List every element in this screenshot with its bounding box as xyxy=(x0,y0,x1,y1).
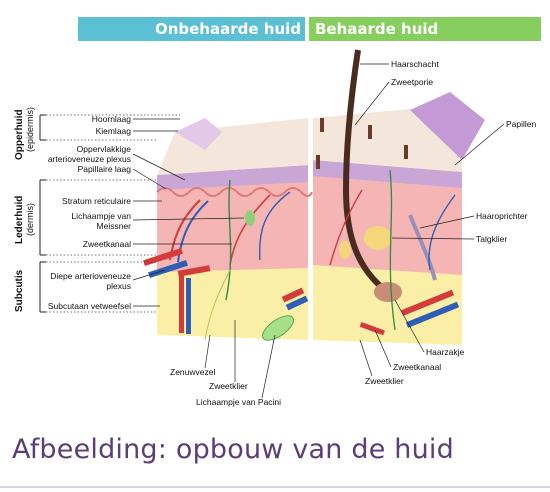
right-epidermis-front xyxy=(313,160,462,188)
right-skin-block xyxy=(313,49,485,345)
bottom-labels: Zenuwvezel Zweetklier Lichaampje van Pac… xyxy=(170,320,281,407)
right-subcutis-front xyxy=(313,262,462,345)
right-deep-artery xyxy=(400,289,455,316)
layer-title-opperhuid: Opperhuid xyxy=(14,109,25,160)
left-capillary-1 xyxy=(229,194,271,266)
left-labels: Hoornlaag Kiemlaag Oppervlakkige arterio… xyxy=(48,114,245,311)
figure-caption: Afbeelding: opbouw van de huid xyxy=(12,434,454,465)
meissner-corpuscle xyxy=(245,210,255,226)
short-hair-1 xyxy=(320,118,324,132)
layer-sub-epidermis: (epidermis) xyxy=(25,107,35,152)
label-papillaire-laag: Papillaire laag xyxy=(78,164,132,174)
left-subcutis-front xyxy=(157,265,308,340)
left-vertical-artery xyxy=(179,275,184,333)
banner-onbehaarde-huid: Onbehaarde huid xyxy=(78,17,305,41)
label-meissner-1: Lichaampje van xyxy=(71,211,131,221)
label-zweetporie: Zweetporie xyxy=(391,77,433,87)
left-sweat-duct xyxy=(225,179,232,301)
left-dermis-front xyxy=(157,178,308,272)
label-zweetklier-right: Zweetklier xyxy=(365,376,404,386)
left-deep-artery-2 xyxy=(177,265,211,277)
layer-title-subcutis: Subcutis xyxy=(14,269,25,312)
label-zenuwvezel: Zenuwvezel xyxy=(170,367,215,377)
left-deep-vein-3 xyxy=(285,295,309,311)
label-diepe-plexus-2: plexus xyxy=(106,281,131,291)
left-vertical-vein xyxy=(186,278,191,334)
left-nerve xyxy=(204,269,231,341)
label-pacini: Lichaampje van Pacini xyxy=(196,397,281,407)
right-capillary-2 xyxy=(428,194,456,271)
label-stratum-reticulaire: Stratum reticulaire xyxy=(62,196,131,206)
label-vetweefsel: Subcutaan vetweefsel xyxy=(48,301,131,311)
right-corner-flap xyxy=(410,92,485,160)
left-skin-block xyxy=(143,118,313,341)
left-deep-artery-3 xyxy=(281,287,305,303)
label-zweetklier-left: Zweetklier xyxy=(209,381,248,391)
banner-behaarde-huid: Behaarde huid xyxy=(309,17,541,41)
short-hair-4 xyxy=(316,155,320,169)
pacini-corpuscle xyxy=(262,315,294,341)
label-hoornlaag: Hoornlaag xyxy=(92,114,131,124)
right-capillary-1 xyxy=(329,189,363,266)
sebaceous-gland-2 xyxy=(339,241,351,259)
left-corner-flap xyxy=(175,118,222,150)
layer-sub-dermis: (dermis) xyxy=(25,203,35,236)
label-diepe-plexus-1: Diepe arterioveneuze xyxy=(50,271,131,281)
right-deep-vein xyxy=(405,301,460,328)
left-capillary-2 xyxy=(258,191,291,261)
bottom-divider xyxy=(0,486,550,488)
label-meissner-2: Meissner xyxy=(97,221,132,231)
label-papillen: Papillen xyxy=(506,119,537,129)
label-haarschacht: Haarschacht xyxy=(391,59,439,69)
arrector-pili xyxy=(408,214,437,281)
label-talgklier: Talgklier xyxy=(476,234,507,244)
right-sweat-duct xyxy=(389,169,396,331)
label-haarzakje: Haarzakje xyxy=(426,347,465,357)
hair-follicle xyxy=(374,282,402,302)
label-zweetkanaal-right: Zweetkanaal xyxy=(393,362,441,372)
short-hair-2 xyxy=(368,125,372,139)
left-deep-vein xyxy=(148,259,188,279)
left-top-surface xyxy=(157,118,308,175)
hair-shaft xyxy=(342,49,387,293)
sebaceous-gland xyxy=(364,226,392,250)
left-deep-artery xyxy=(143,247,183,267)
label-kiemlaag: Kiemlaag xyxy=(96,126,132,136)
right-labels: Haarschacht Zweetporie Papillen Haaropri… xyxy=(354,59,537,386)
skin-diagram: Opperhuid (epidermis) Lederhuid (dermis)… xyxy=(14,49,537,407)
right-deep-artery-2 xyxy=(359,322,385,336)
left-epidermis-front xyxy=(157,165,308,190)
layer-brackets xyxy=(39,114,180,313)
left-papillary-wave xyxy=(156,187,313,197)
label-plexus-2: arterioveneuze plexus xyxy=(48,154,131,164)
label-haaroprichter: Haaroprichter xyxy=(476,211,528,221)
label-zweetkanaal-left: Zweetkanaal xyxy=(83,239,131,249)
label-plexus-1: Oppervlakkige xyxy=(77,144,132,154)
short-hair-3 xyxy=(404,145,408,159)
layer-title-lederhuid: Lederhuid xyxy=(14,196,25,244)
